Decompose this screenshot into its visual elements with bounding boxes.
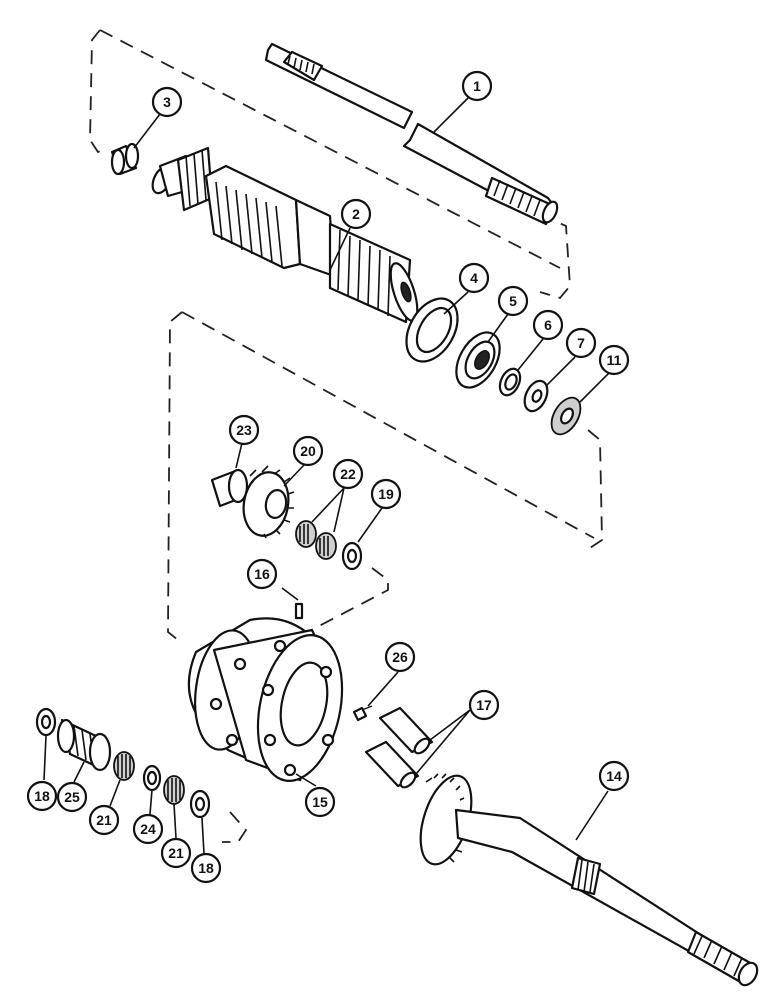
callout-16: 16 (246, 558, 278, 590)
upper-group-outline (89, 29, 571, 300)
leader-3 (133, 113, 161, 149)
callout-17-label: 17 (476, 697, 492, 713)
callout-7-label: 7 (577, 335, 585, 351)
callout-7: 7 (565, 327, 597, 359)
leader-23 (235, 442, 243, 469)
callout-11: 11 (598, 344, 630, 376)
callout-5: 5 (497, 285, 529, 317)
callout-21-left-label: 21 (96, 812, 112, 828)
leader-6 (517, 338, 544, 371)
callout-21-right-label: 21 (168, 845, 184, 861)
leader-17 (415, 709, 471, 775)
callout-11-label: 11 (607, 352, 622, 368)
lower-group-outline (222, 567, 389, 843)
carrier-housing-15 (187, 617, 344, 782)
callout-1: 1 (461, 70, 493, 102)
callout-18-left: 18 (26, 780, 58, 812)
leader-5 (487, 313, 509, 343)
output-shaft-14 (419, 773, 759, 987)
leader-22 (311, 487, 345, 533)
bushing-3 (110, 142, 140, 176)
gear-25 (56, 718, 112, 772)
callout-4: 4 (458, 262, 490, 294)
leader-14 (575, 790, 609, 841)
leader-4 (443, 291, 469, 315)
middle-group-outline (167, 311, 603, 641)
callout-18-left-label: 18 (34, 788, 50, 804)
leader-lines (43, 97, 610, 855)
leader-18-left (43, 735, 47, 781)
callout-25: 25 (56, 781, 88, 813)
callout-25-label: 25 (64, 789, 80, 805)
callout-22-label: 22 (340, 466, 356, 482)
leader-11 (579, 372, 610, 403)
leader-25 (73, 761, 85, 783)
main-shaft (151, 146, 419, 324)
spacer-24 (142, 764, 162, 792)
leader-20 (283, 464, 305, 487)
callout-4-label: 4 (470, 270, 478, 286)
leader-21-right (173, 803, 177, 839)
callout-bubbles: 1 2 3 4 5 6 7 11 23 20 22 19 16 26 17 14… (26, 70, 630, 884)
leader-15 (295, 773, 317, 787)
callout-24: 24 (132, 813, 164, 845)
assembly-group-outlines (89, 29, 603, 843)
leader-21-left (109, 779, 121, 807)
callout-18-right-label: 18 (198, 860, 214, 876)
callout-6-label: 6 (544, 317, 552, 333)
callout-16-label: 16 (254, 566, 270, 582)
leader-26 (367, 671, 399, 707)
callout-15-label: 15 (312, 794, 328, 810)
pin-16 (294, 602, 304, 620)
callout-20: 20 (292, 435, 324, 467)
screw-26 (352, 705, 373, 722)
bushing-23 (210, 468, 249, 508)
washer-7 (523, 379, 549, 413)
callout-19-label: 19 (378, 486, 394, 502)
leader-2 (329, 227, 351, 271)
callout-14-label: 14 (606, 768, 622, 784)
washer-18-left (35, 707, 57, 737)
leader-1 (433, 97, 469, 133)
leader-7 (545, 356, 576, 387)
callout-24-label: 24 (140, 821, 156, 837)
input-shaft (264, 42, 559, 226)
washer-19 (341, 541, 363, 571)
callout-2: 2 (340, 198, 372, 230)
callout-23-label: 23 (236, 422, 252, 438)
callout-14: 14 (598, 760, 630, 792)
needle-bearing-21-left (113, 751, 135, 781)
callout-3-label: 3 (163, 94, 171, 110)
pins-17 (364, 706, 434, 789)
washer-18-right (189, 789, 211, 819)
callout-22: 22 (332, 458, 364, 490)
leader-18-right (201, 817, 205, 855)
callout-15: 15 (304, 786, 336, 818)
gear-20 (242, 465, 295, 539)
callout-17: 17 (468, 689, 500, 721)
thrust-bearing-11 (550, 396, 582, 436)
callout-19: 19 (370, 478, 402, 510)
leader-19 (357, 507, 383, 543)
needle-bearing-21-right (163, 775, 185, 805)
callout-26-label: 26 (392, 649, 408, 665)
callout-3: 3 (151, 86, 183, 118)
callout-18-right: 18 (190, 852, 222, 884)
callout-23: 23 (228, 414, 260, 446)
callout-21-left: 21 (88, 804, 120, 836)
callout-26: 26 (384, 641, 416, 673)
leader-16 (281, 587, 299, 601)
snap-ring-6 (498, 367, 522, 397)
callout-6: 6 (532, 309, 564, 341)
callout-5-label: 5 (509, 293, 517, 309)
callout-2-label: 2 (352, 206, 360, 222)
callout-21-right: 21 (160, 837, 192, 869)
callout-1-label: 1 (473, 78, 481, 94)
callout-20-label: 20 (300, 443, 316, 459)
needle-bearing-22 (295, 520, 337, 560)
leader-24 (149, 789, 153, 815)
